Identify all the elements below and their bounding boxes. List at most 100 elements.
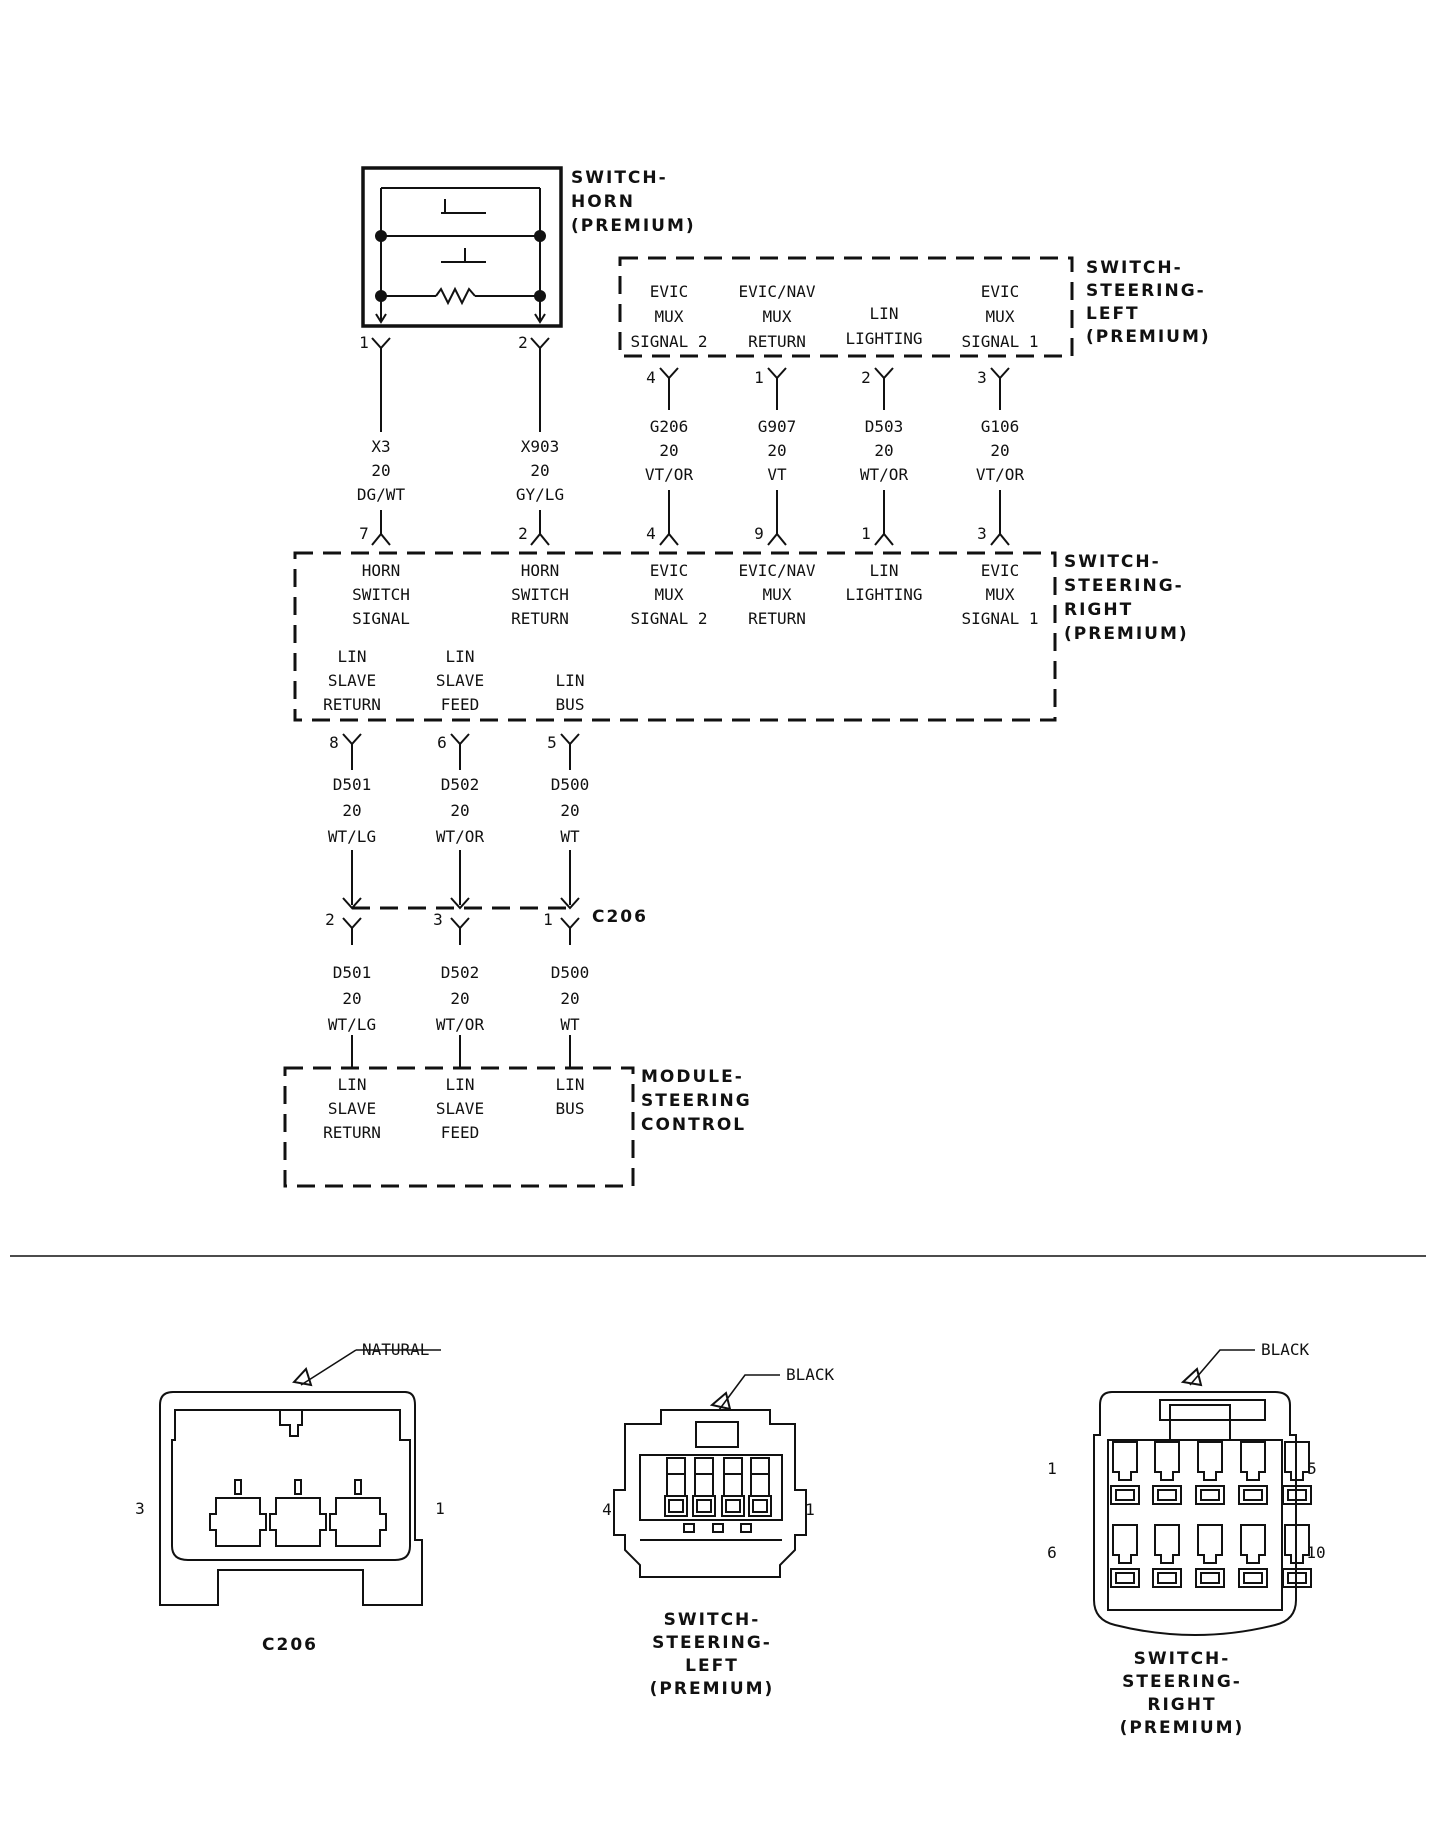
c206-terminal — [234, 1479, 242, 1495]
cavity — [692, 1495, 716, 1517]
cavity-key — [683, 1523, 695, 1533]
wire-code: 20 — [874, 441, 893, 460]
splice-dot — [375, 230, 387, 242]
wire-code: D502 — [441, 775, 480, 794]
leader-arrowhead — [709, 1391, 732, 1411]
cavity-number: 6 — [1047, 1543, 1057, 1562]
cavity-slot — [1112, 1441, 1138, 1481]
right-connector-rail — [1159, 1399, 1266, 1421]
connector-fork — [371, 337, 391, 350]
connector-color-label: BLACK — [1261, 1340, 1310, 1359]
wire-code: G106 — [981, 417, 1020, 436]
wire-code: 20 — [530, 461, 549, 480]
splice-dot — [534, 290, 546, 302]
c206-fork — [560, 917, 580, 945]
leader-arrowhead — [292, 1367, 313, 1387]
pin-number: 3 — [977, 524, 987, 543]
connector-fork — [659, 367, 679, 396]
connector-color-label: NATURAL — [362, 1340, 429, 1359]
right-switch-view-title: RIGHT — [1147, 1695, 1216, 1715]
right-connector-latch — [1169, 1404, 1231, 1441]
cavity-slot — [666, 1457, 686, 1475]
wire-code: D501 — [333, 775, 372, 794]
wire-code: D503 — [865, 417, 904, 436]
cavity-inner — [1243, 1489, 1263, 1501]
cavity-inner — [1200, 1489, 1220, 1501]
wire-code: 20 — [342, 801, 361, 820]
cavity-inner — [1287, 1572, 1307, 1584]
wire-code: WT — [560, 827, 580, 846]
cavity-inner — [1200, 1572, 1220, 1584]
cavity-slot — [1240, 1441, 1266, 1481]
wire-code: WT — [560, 1015, 580, 1034]
cavity-slot — [723, 1457, 743, 1475]
c206-housing — [159, 1391, 423, 1606]
steering-left-box — [618, 256, 1074, 358]
horn-arrow — [534, 300, 546, 324]
pin-number: 1 — [754, 368, 764, 387]
pin-number: 2 — [861, 368, 871, 387]
c206-fork — [560, 897, 580, 910]
steering-left-title: STEERING- — [1086, 281, 1206, 301]
left-switch-pin-label: EVIC — [981, 282, 1020, 301]
steering-right-title: (PREMIUM) — [1064, 624, 1189, 644]
right-connector-housing — [1093, 1391, 1297, 1636]
cavity-key — [740, 1523, 752, 1533]
right-switch-pin-label: RETURN — [323, 695, 381, 714]
left-switch-pin-label: EVIC/NAV — [738, 282, 815, 301]
cavity-slot — [1112, 1524, 1138, 1564]
right-switch-pin-label: SLAVE — [436, 671, 484, 690]
c206-fork — [450, 897, 470, 910]
connector-fork — [659, 515, 679, 546]
horn-arrow — [375, 300, 387, 324]
cavity — [748, 1495, 772, 1517]
pin-number: 1 — [861, 524, 871, 543]
pin-number: 1 — [543, 910, 553, 929]
steering-left-title: (PREMIUM) — [1086, 327, 1211, 347]
c206-cavity — [269, 1497, 327, 1547]
c206-view-title: C206 — [262, 1635, 318, 1655]
steering-right-title: STEERING- — [1064, 576, 1184, 596]
cavity — [664, 1495, 688, 1517]
connector-fork — [450, 733, 470, 762]
c206-terminal — [354, 1479, 362, 1495]
left-switch-pin-label: LIGHTING — [845, 329, 922, 348]
wire-code: G206 — [650, 417, 689, 436]
right-switch-pin-label: HORN — [521, 561, 560, 580]
horn-circuit — [380, 187, 541, 300]
cavity — [1195, 1568, 1225, 1588]
connector-fork — [371, 515, 391, 546]
left-switch-view-title: LEFT — [685, 1656, 739, 1676]
right-switch-pin-label: SWITCH — [352, 585, 410, 604]
connector-fork — [530, 515, 550, 546]
module-pin-label: FEED — [441, 1123, 480, 1142]
wire-code: WT/LG — [328, 827, 376, 846]
cavity-inner — [696, 1499, 712, 1513]
connector-fork — [990, 367, 1010, 396]
wire-code: 20 — [659, 441, 678, 460]
right-switch-pin-label: RETURN — [748, 609, 806, 628]
cavity-number: 3 — [135, 1499, 145, 1518]
right-switch-pin-label: LIGHTING — [845, 585, 922, 604]
connector-fork — [874, 515, 894, 546]
cavity-slot — [1284, 1441, 1310, 1481]
steering-module-title: STEERING — [641, 1091, 752, 1111]
right-switch-pin-label: LIN — [870, 561, 899, 580]
wire-code: VT — [767, 465, 787, 484]
cavity-slot — [750, 1457, 770, 1475]
wire-code: WT/OR — [436, 827, 485, 846]
module-pin-label: SLAVE — [436, 1099, 484, 1118]
cavity-inner — [1115, 1489, 1135, 1501]
right-switch-pin-label: LIN — [338, 647, 367, 666]
left-connector-latch — [695, 1421, 739, 1448]
c206-terminal — [294, 1479, 302, 1495]
cavity — [1152, 1568, 1182, 1588]
pin-number: 4 — [646, 524, 656, 543]
cavity — [1282, 1485, 1312, 1505]
wire-code: WT/OR — [860, 465, 909, 484]
steering-left-title: SWITCH- — [1086, 258, 1183, 278]
cavity — [1110, 1485, 1140, 1505]
left-switch-view-title: (PREMIUM) — [650, 1679, 775, 1699]
